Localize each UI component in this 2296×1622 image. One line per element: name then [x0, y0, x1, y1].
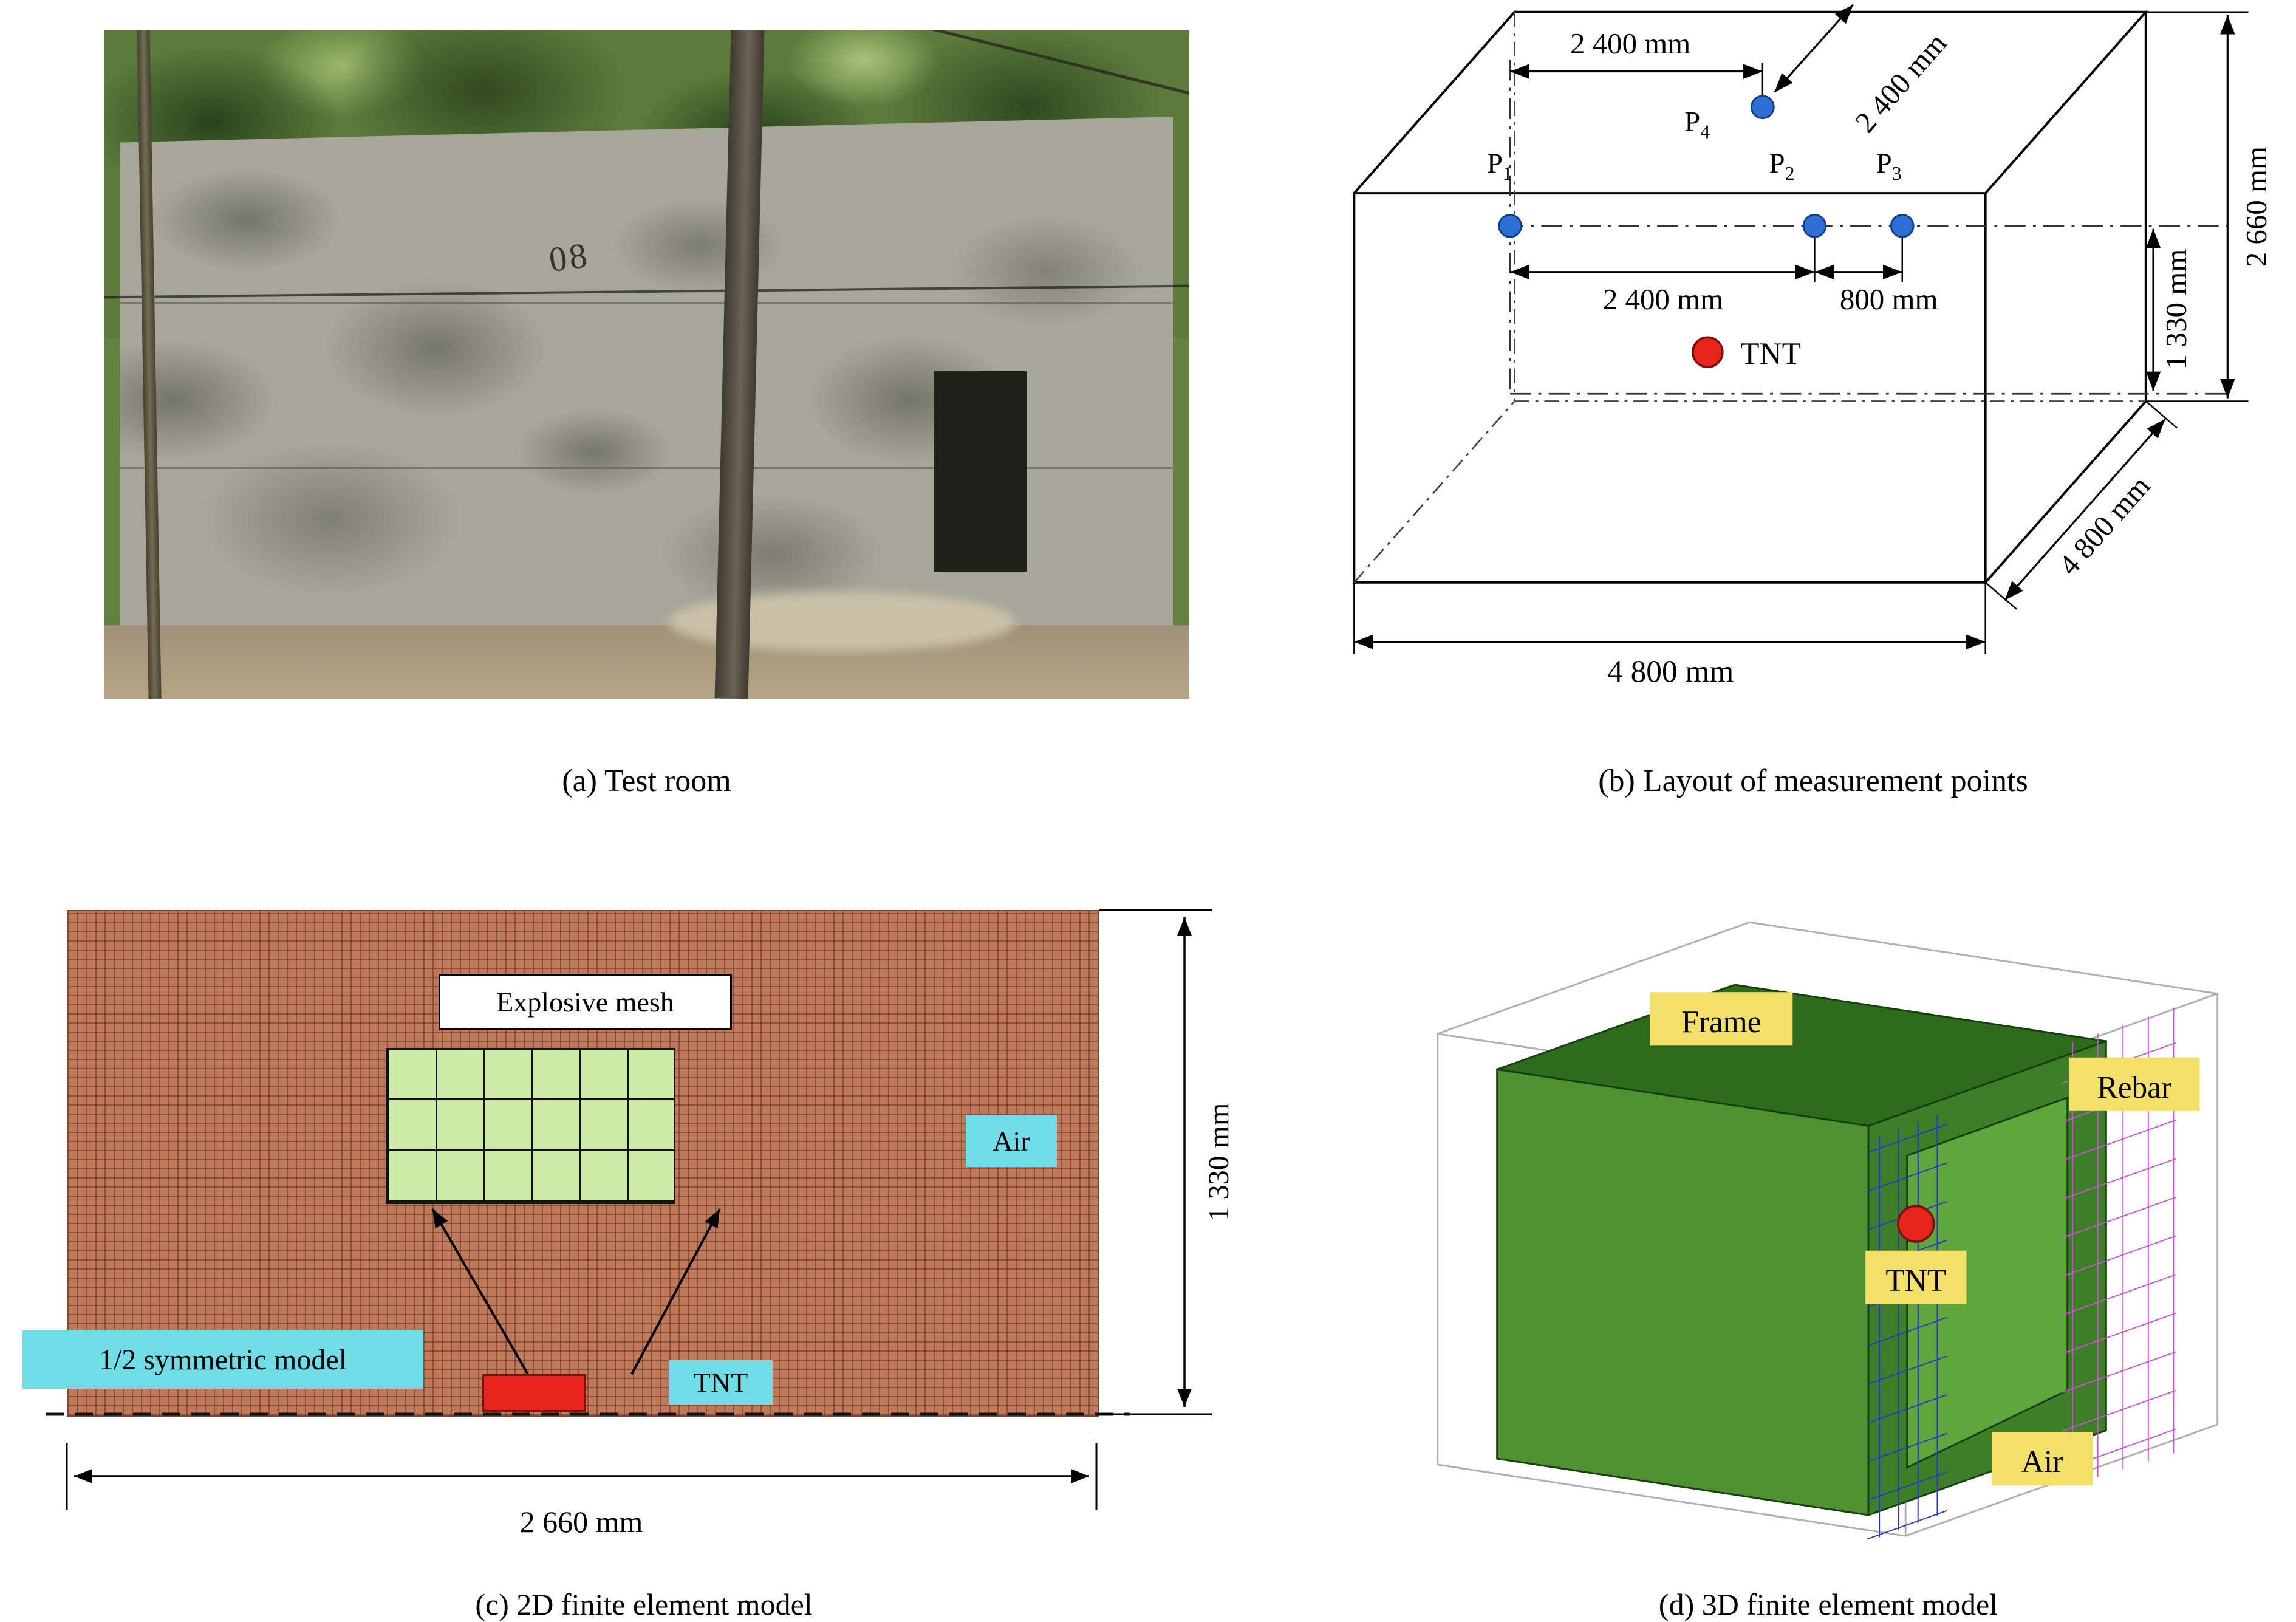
dim-height-2d: 1 330 mm: [1203, 1103, 1235, 1222]
frame-label-bg: [1650, 992, 1793, 1046]
air-label-bg: [1992, 1432, 2093, 1486]
symmetric-model-text: 1/2 symmetric model: [99, 1343, 347, 1376]
caption-d: (d) 3D finite element model: [1658, 1587, 1998, 1621]
point-p3: [1890, 214, 1915, 238]
caption-c: (c) 2D finite element model: [475, 1587, 813, 1621]
explosive-mesh-grid: [386, 1048, 675, 1204]
explosive-mesh-label: Explosive mesh: [439, 974, 732, 1030]
tnt-label-bg: [1865, 1250, 1967, 1304]
dim-tnt-height: 1 330 mm: [2159, 249, 2193, 369]
callout-lines: [431, 1208, 721, 1375]
point-labels: P1 P2 P3 P4: [1487, 106, 1901, 184]
point-p2: [1802, 214, 1827, 238]
frame-left-face: [1496, 1068, 1870, 1516]
dimension-labels: 2 400 mm 2 400 mm 2 400 mm 800 mm 2 660 …: [1570, 27, 2273, 690]
label-p3: P3: [1876, 148, 1902, 184]
label-p4: P4: [1684, 106, 1710, 142]
dim-extension-lines: [66, 909, 1212, 1510]
tnt-label: TNT: [1740, 337, 1801, 371]
label-p1: P1: [1487, 148, 1512, 184]
wall-seam: [120, 467, 1174, 469]
rebar-label: Rebar: [2097, 1070, 2172, 1105]
test-room-photo: 08: [104, 30, 1189, 699]
air-label-2d: Air: [966, 1115, 1057, 1167]
tnt-label-2d: TNT: [669, 1360, 773, 1405]
fe2d-lines: 1 330 mm 2 660 mm: [46, 909, 1235, 1539]
tnt-charge-3d: [1897, 1205, 1935, 1243]
tnt-charge-dot: [1692, 336, 1724, 369]
fe-model-3d: Frame Rebar TNT Air: [1437, 921, 2219, 1542]
tnt-text-2d: TNT: [693, 1367, 748, 1398]
caption-b: (b) Layout of measurement points: [1598, 764, 2028, 798]
dim-room-height: 2 660 mm: [2240, 146, 2273, 267]
caption-a: (a) Test room: [562, 764, 731, 798]
air-text-2d: Air: [993, 1125, 1030, 1157]
dimension-lines-2d: [74, 917, 1192, 1483]
frame-label: Frame: [1681, 1005, 1761, 1039]
tnt-label-3d: TNT: [1885, 1264, 1946, 1298]
labels-3d: Frame Rebar TNT Air: [1650, 992, 2200, 1486]
point-p4: [1751, 95, 1775, 120]
ground: [104, 625, 1189, 699]
room-box-hidden-edges: [1353, 12, 2146, 583]
tnt-element: [482, 1374, 586, 1412]
rebar-label-bg: [2069, 1057, 2200, 1111]
dim-top-depth: 2 400 mm: [1848, 27, 1953, 139]
room-box-visible-edges: [1353, 10, 2149, 584]
measurement-layout-diagram: P1 P2 P3 P4 TNT 2 400 mm 2 400 mm 2 400 …: [1353, 4, 2273, 690]
explosive-mesh-text: Explosive mesh: [496, 986, 674, 1018]
dimension-lines: [1354, 4, 2235, 649]
dim-top-width: 2 400 mm: [1570, 27, 1690, 60]
label-p2: P2: [1769, 148, 1795, 184]
rebar-grid-outer: [2061, 1007, 2176, 1489]
wall-number-label: 08: [546, 235, 592, 280]
wall-seam: [120, 302, 1174, 304]
dim-p2-p3: 800 mm: [1840, 282, 1938, 316]
extension-lines: [1353, 11, 2249, 654]
dim-width-2d: 2 660 mm: [520, 1505, 643, 1539]
symmetric-model-label: 1/2 symmetric model: [22, 1330, 423, 1389]
doorway: [934, 371, 1027, 572]
rebar-grid-inner: [1867, 1110, 1947, 1542]
air-label-3d: Air: [2021, 1445, 2063, 1479]
dim-room-depth: 4 800 mm: [2052, 469, 2157, 581]
dim-p1-p2: 2 400 mm: [1603, 282, 1723, 316]
dim-room-width: 4 800 mm: [1607, 655, 1734, 690]
point-p1: [1498, 214, 1522, 238]
fe-model-2d: 1 330 mm 2 660 mm Explosive mesh Air 1/2…: [0, 893, 1288, 1589]
